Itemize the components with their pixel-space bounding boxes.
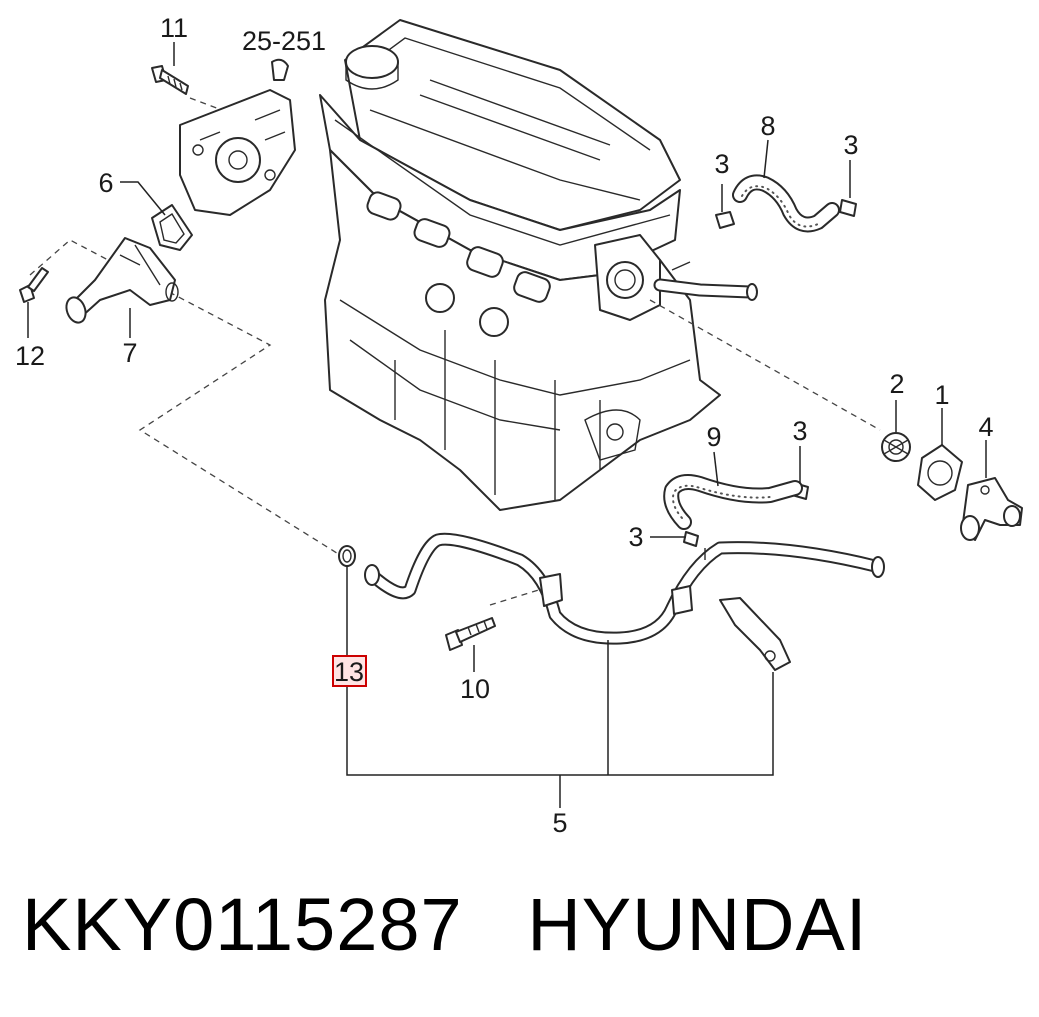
- callout-4: 4: [978, 412, 993, 442]
- engine-block: [319, 19, 758, 511]
- callout-3b: 3: [843, 130, 858, 160]
- callout-11: 11: [160, 13, 188, 43]
- clamp-part-3a: [715, 211, 735, 229]
- callout-1: 1: [934, 380, 949, 410]
- callout-9: 9: [706, 422, 721, 452]
- hose-part-8: [732, 174, 840, 233]
- callout-12: 12: [15, 341, 45, 371]
- callout-7: 7: [122, 338, 137, 368]
- callout-5: 5: [552, 808, 567, 838]
- water-pump: [179, 58, 296, 216]
- bolt-part-10: [445, 617, 496, 651]
- gasket-part-1: [917, 444, 963, 501]
- thermostat-cover-part-4: [960, 477, 1023, 541]
- callout-2: 2: [889, 369, 904, 399]
- thermostat-part-2: [881, 432, 911, 462]
- callout-25-251: 25-251: [242, 26, 326, 56]
- callout-8: 8: [760, 111, 775, 141]
- bolt-part-12: [19, 267, 49, 303]
- parts-diagram: 11 25-251 6 7 12 3 8 3 2 1 4 9 3 3 10 13…: [15, 13, 1023, 838]
- brand-name: HYUNDAI: [527, 883, 868, 966]
- clamp-part-3b: [839, 199, 857, 217]
- highlight-box-13: [332, 655, 367, 687]
- gasket-part-6: [151, 204, 193, 251]
- part-caption: KKY0115287 HYUNDAI: [22, 888, 867, 962]
- callout-13: 13: [334, 657, 364, 687]
- part-number: KKY0115287: [22, 883, 463, 966]
- callout-10: 10: [460, 674, 490, 704]
- hose-part-9: [663, 474, 803, 530]
- clamp-part-3d: [683, 531, 699, 547]
- water-pipe-part-5: [364, 532, 885, 671]
- footer: [0, 850, 1039, 1017]
- callout-3a: 3: [714, 149, 729, 179]
- inlet-fitting-part-7: [65, 237, 179, 324]
- callout-3c: 3: [792, 416, 807, 446]
- callout-3d: 3: [628, 522, 643, 552]
- bolt-part-11: [151, 65, 189, 95]
- o-ring-part-13: [338, 545, 356, 567]
- callout-6: 6: [98, 168, 113, 198]
- leader-lines: [27, 42, 987, 808]
